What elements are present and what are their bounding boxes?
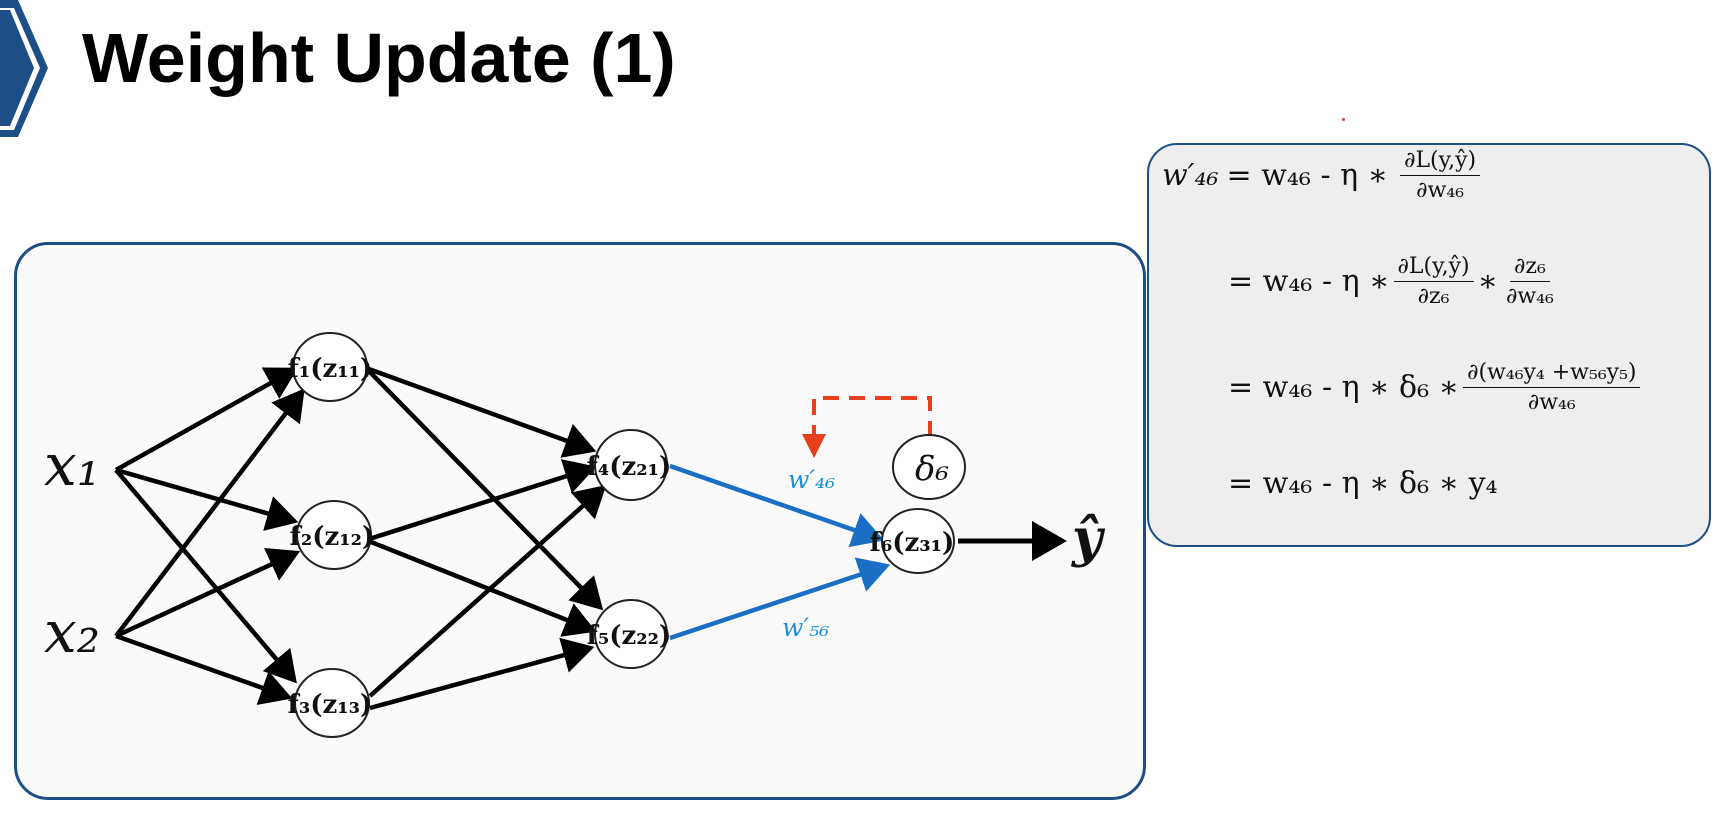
edges-input-hidden1 (114, 367, 305, 705)
equation-line-2: = w₄₆ - η ∗ ∂L(y,ŷ) ∂z₆ ∗ ∂z₆ ∂w₄₆ (1228, 254, 1562, 309)
label-yhat: ŷ (1071, 508, 1106, 569)
node-f2 (296, 500, 372, 570)
label-delta6: δ₆ (915, 449, 949, 489)
label-x2: x₂ (44, 598, 100, 666)
eq2-fraction-1: ∂L(y,ŷ) ∂z₆ (1393, 254, 1474, 309)
equation-line-1: w′₄₆ = w₄₆ - η ∗ ∂L(y,ŷ) ∂w₄₆ (1162, 148, 1484, 203)
eq2-num1: ∂L(y,ŷ) (1393, 254, 1474, 282)
eq2-fraction-2: ∂z₆ ∂w₄₆ (1502, 254, 1558, 309)
eq2-prefix: = w₄₆ - η ∗ (1228, 264, 1390, 299)
label-f4: f₄(z₂₁) (587, 452, 672, 482)
node-delta6 (892, 434, 966, 500)
label-f1: f₁(z₁₁) (288, 354, 373, 384)
eq1-num: ∂L(y,ŷ) (1400, 148, 1481, 176)
equation-line-3: = w₄₆ - η ∗ δ₆ ∗ ∂(w₄₆y₄ +w₅₆y₅) ∂w₄₆ (1228, 360, 1644, 415)
eq2-den2: ∂w₄₆ (1506, 284, 1554, 309)
label-x1: x₁ (44, 431, 100, 499)
node-f4 (594, 429, 668, 501)
equation-line-4: = w₄₆ - η ∗ δ₆ ∗ y₄ (1228, 466, 1498, 501)
eq2-mid: ∗ (1477, 264, 1498, 299)
eq4-text: = w₄₆ - η ∗ δ₆ ∗ y₄ (1228, 466, 1498, 501)
eq1-fraction: ∂L(y,ŷ) ∂w₄₆ (1400, 148, 1481, 203)
eq3-den: ∂w₄₆ (1527, 390, 1576, 415)
label-w56: w′₅₆ (782, 613, 829, 642)
eq-lhs: w′₄₆ (1162, 158, 1219, 193)
eq2-den1: ∂z₆ (1417, 284, 1450, 309)
equation-panel (1147, 143, 1711, 547)
label-w46: w′₄₆ (788, 465, 835, 494)
eq2-num2: ∂z₆ (1510, 254, 1550, 282)
label-f2: f₂(z₁₂) (290, 522, 375, 552)
node-f3 (294, 668, 370, 738)
label-f6: f₆(z₃₁) (870, 528, 955, 558)
edges-hidden2-output (669, 463, 891, 641)
eq3-prefix: = w₄₆ - η ∗ δ₆ ∗ (1228, 370, 1460, 405)
eq1-prefix: = w₄₆ - η ∗ (1226, 158, 1389, 193)
page-title: Weight Update (1) (82, 19, 676, 97)
label-f3: f₃(z₁₃) (288, 690, 373, 720)
red-dot (1342, 118, 1345, 121)
eq3-fraction: ∂(w₄₆y₄ +w₅₆y₅) ∂w₄₆ (1463, 360, 1641, 415)
edges-hidden1-hidden2 (364, 365, 607, 711)
eq1-den: ∂w₄₆ (1416, 178, 1465, 203)
title-chevron-icon (0, 0, 48, 137)
label-f5: f₅(z₂₂) (587, 621, 672, 651)
node-f5 (594, 599, 668, 669)
node-f1 (292, 332, 368, 402)
eq3-num: ∂(w₄₆y₄ +w₅₆y₅) (1463, 360, 1641, 388)
node-f6 (881, 508, 955, 574)
